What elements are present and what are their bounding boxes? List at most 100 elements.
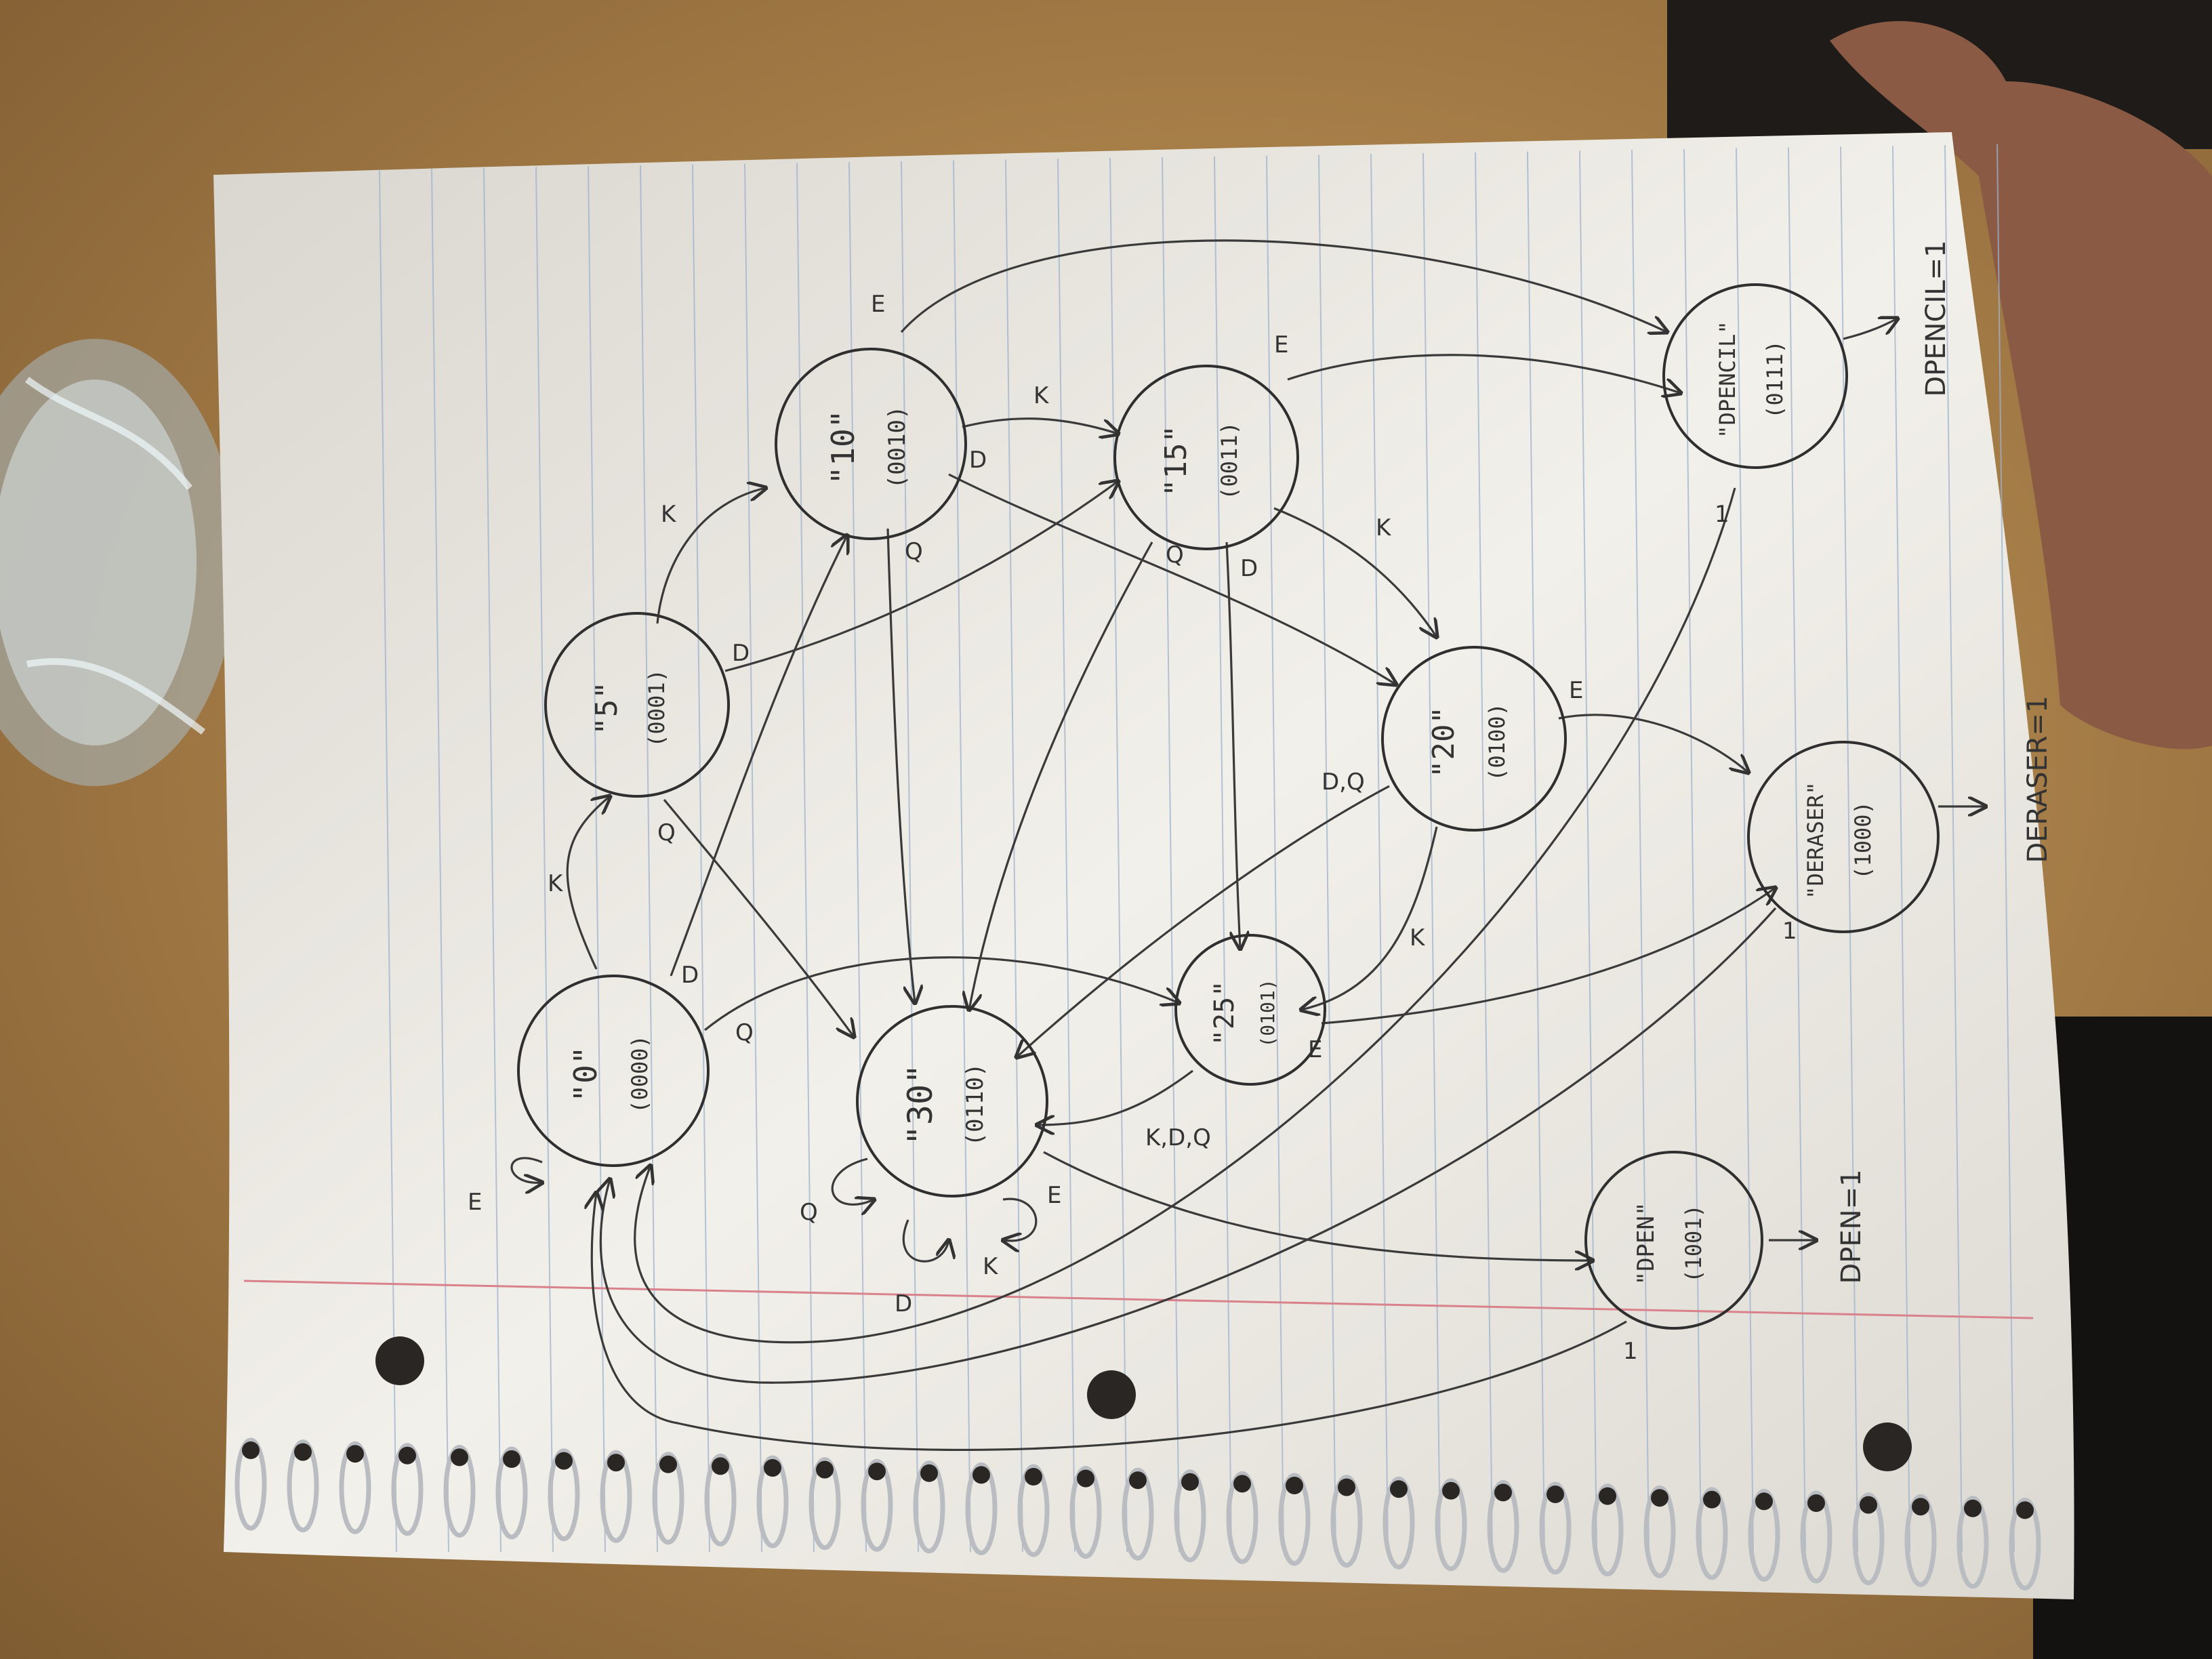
spiral-hole (1651, 1489, 1668, 1507)
ruled-line (1475, 152, 1493, 1553)
state-name: "DERASER" (1803, 781, 1828, 899)
state-name: "10" (825, 410, 861, 485)
edge-s0-s10 (670, 535, 847, 977)
edge-s10-s15 (962, 417, 1118, 434)
spiral-ring (600, 1450, 632, 1543)
punch-hole (1087, 1370, 1136, 1419)
edge-label-s30-self-k: K (983, 1253, 999, 1280)
spiral-ring (391, 1443, 424, 1536)
spiral-ring (913, 1460, 945, 1554)
spiral-hole (1390, 1480, 1408, 1498)
edge-label-s10-pencil: E (871, 291, 885, 318)
edge-s20-eraser (1558, 714, 1748, 773)
state-name: "5" (590, 681, 624, 735)
edge-label-s5-s15: D (732, 640, 750, 667)
edge-label-s0-s25: Q (735, 1019, 754, 1046)
ruled-line (379, 169, 397, 1553)
spiral-ring (234, 1437, 267, 1531)
edge-label-eraser-s0: 1 (1782, 918, 1797, 945)
edge-s5-s10 (656, 488, 766, 624)
spiral-hole (659, 1455, 677, 1473)
spiral-ring (1435, 1478, 1467, 1572)
spiral-ring (1487, 1479, 1519, 1573)
spiral-hole (816, 1460, 834, 1479)
edge-s30-self-q (831, 1158, 874, 1204)
spiral-ring (965, 1462, 998, 1555)
spiral-ring (1957, 1496, 1989, 1589)
state-s25: "25" (0101) (1174, 934, 1326, 1086)
spiral-hole (1807, 1494, 1825, 1512)
ruled-line (431, 168, 449, 1553)
edge-s20-s30 (1017, 785, 1390, 1057)
spiral-hole (1025, 1468, 1042, 1486)
state-name: "30" (901, 1064, 940, 1145)
spiral-ring (1017, 1464, 1050, 1557)
spiral-hole (242, 1441, 260, 1459)
edge-label-s25-s30: K,D,Q (1145, 1124, 1211, 1151)
edge-s30-pen (1043, 1151, 1593, 1261)
state-code: (0101) (1256, 979, 1279, 1047)
spiral-ring (339, 1441, 371, 1534)
spiral-hole (1912, 1498, 1929, 1516)
edge-label-s20-eraser: E (1569, 677, 1583, 704)
state-code: (0111) (1762, 340, 1788, 419)
notebook-page (213, 132, 2074, 1599)
edge-pen-s0 (592, 1193, 1627, 1451)
state-s5: "5" (0001) (544, 612, 730, 798)
spiral-hole (1233, 1475, 1251, 1493)
edge-pencil-s0 (634, 487, 1736, 1344)
spiral-ring (756, 1455, 789, 1549)
edge-label-s25-eraser: E (1308, 1036, 1322, 1063)
edge-label-s20-s30: D,Q (1322, 769, 1365, 796)
edge-label-s0-s10: D (681, 962, 699, 989)
spiral-ring (548, 1448, 580, 1542)
edge-s15-s25 (1225, 541, 1240, 949)
punch-hole (1863, 1422, 1912, 1471)
spiral-ring (1904, 1494, 1937, 1587)
ruled-line (1683, 148, 1702, 1553)
edge-label-s30-pen: E (1047, 1182, 1061, 1209)
punch-hole (375, 1336, 424, 1385)
state-name: "20" (1427, 706, 1461, 778)
spiral-hole (1755, 1492, 1773, 1511)
state-name: "DPEN" (1633, 1202, 1660, 1286)
edge-s10-s30 (886, 528, 915, 1003)
water-glass (0, 339, 237, 786)
spiral-ring (495, 1446, 528, 1540)
spiral-hole (346, 1445, 364, 1463)
ruled-line (535, 167, 554, 1553)
spiral-hole (451, 1448, 468, 1467)
ruled-line (1840, 146, 1858, 1553)
ruled-line (744, 163, 762, 1553)
spiral-ring (2009, 1497, 2041, 1591)
spiral-hole (607, 1454, 625, 1472)
state-pen: "DPEN" (1001) (1584, 1151, 1763, 1330)
edge-s5-s30 (663, 798, 854, 1037)
edge-label-s10-s15: K (1033, 382, 1050, 409)
ruled-line (1892, 146, 1910, 1553)
state-name: "0" (567, 1046, 604, 1102)
edge-label-s20-s25: K (1410, 924, 1426, 951)
output-label-pencil: DPENCIL=1 (1921, 240, 1952, 396)
output-label-eraser: DERASER=1 (2022, 695, 2053, 863)
ruled-lines (379, 144, 2015, 1553)
state-code: (0000) (627, 1035, 653, 1113)
spiral-ring (1278, 1473, 1311, 1566)
spiral-hole (1442, 1481, 1460, 1500)
edge-label-s30-self-d: D (895, 1290, 912, 1317)
edge-s15-s20 (1273, 507, 1437, 637)
edge-label-s15-pencil: E (1274, 331, 1288, 359)
ruled-line (640, 165, 658, 1553)
edge-label-s0-s5: K (548, 870, 564, 897)
spiral-ring (1591, 1483, 1624, 1577)
spiral-ring (808, 1457, 841, 1551)
edge-label-pen-s0: 1 (1623, 1338, 1638, 1365)
output-arrow-pencil (1843, 319, 1898, 340)
spiral-ring (1330, 1475, 1363, 1568)
output-label-pen: DPEN=1 (1836, 1169, 1867, 1284)
state-name: "DPENCIL" (1715, 321, 1740, 438)
edge-s10-s20 (948, 473, 1396, 684)
edge-labels: E K D Q K D Q K D Q E K D Q E K D,Q E K,… (468, 291, 1797, 1365)
spiral-ring (443, 1444, 476, 1538)
spiral-hole (1338, 1478, 1355, 1496)
